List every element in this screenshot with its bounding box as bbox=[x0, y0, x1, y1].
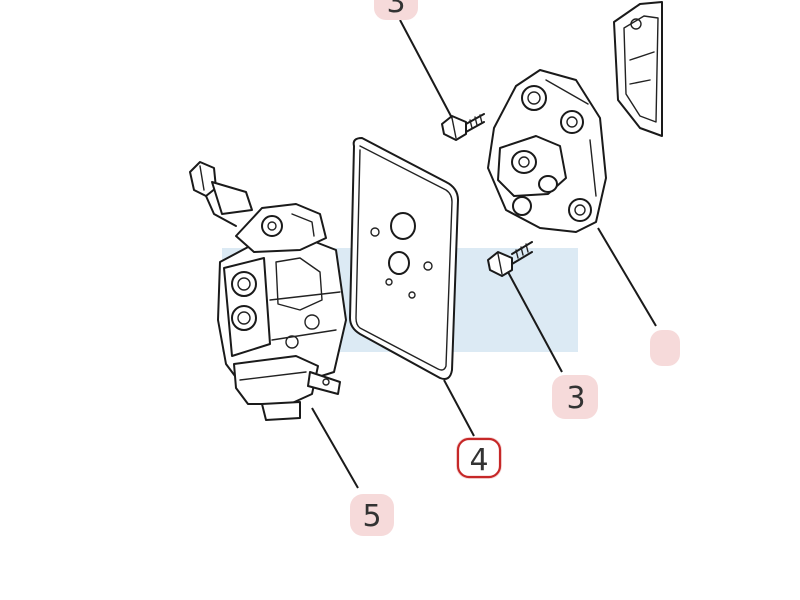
cylinder-part bbox=[613, 1, 663, 137]
callout-screw-top-label: 3 bbox=[386, 0, 405, 20]
insulator-part bbox=[487, 69, 607, 233]
carburetor-part[interactable] bbox=[189, 161, 347, 421]
callout-gasket-label: 4 bbox=[469, 443, 488, 478]
callout-screw-top[interactable]: 3 bbox=[374, 0, 418, 20]
gasket-part[interactable] bbox=[349, 137, 459, 380]
callout-screw-right-label: 3 bbox=[566, 381, 585, 416]
screw-top-part[interactable] bbox=[441, 113, 485, 141]
screw-right-part[interactable] bbox=[487, 241, 533, 277]
leader-lines bbox=[311, 19, 657, 489]
callout-carburetor-label: 5 bbox=[362, 499, 381, 534]
callout-screw-right[interactable]: 3 bbox=[552, 375, 598, 419]
callout-gasket[interactable]: 4 bbox=[456, 437, 502, 479]
callout-carburetor[interactable]: 5 bbox=[350, 494, 394, 536]
callout-offscreen-right bbox=[650, 330, 680, 366]
